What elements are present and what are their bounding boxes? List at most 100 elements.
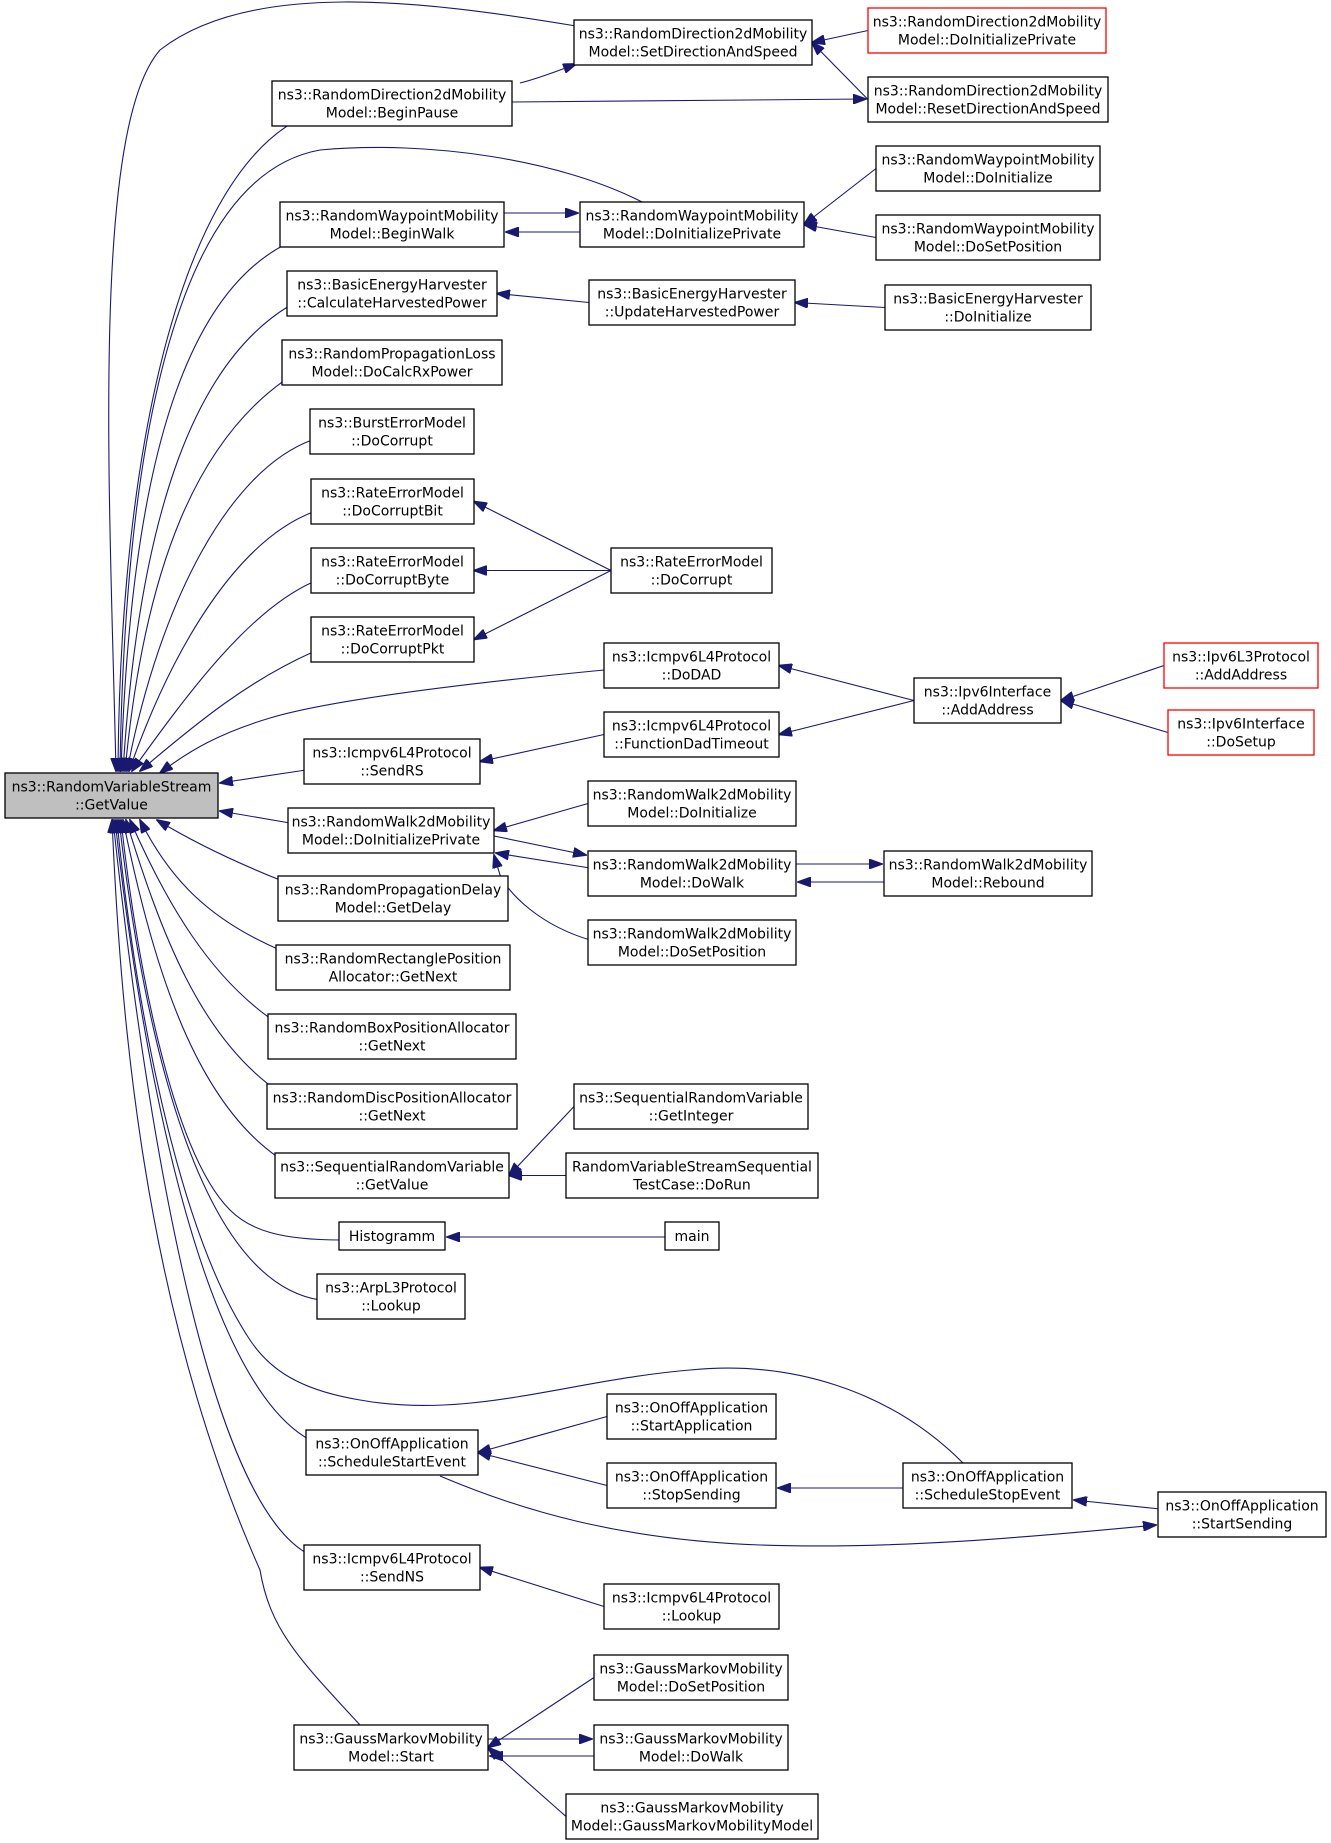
edge-rwp_doinit-to-rwp_doinitpriv [804, 168, 877, 225]
node-label-line: ns3::RateErrorModel [620, 555, 763, 571]
edge-ipv6if_dosetup-to-ipv6if_addaddr [1061, 701, 1169, 734]
node-rpd-getdelay[interactable]: ns3::RandomPropagationDelayModel::GetDel… [277, 875, 509, 922]
node-gm-start[interactable]: ns3::GaussMarkovMobilityModel::Start [293, 1724, 489, 1771]
node-onoff-stopsending[interactable]: ns3::OnOffApplication::StopSending [606, 1462, 777, 1509]
node-icmp-sendns[interactable]: ns3::Icmpv6L4Protocol::SendNS [303, 1544, 481, 1591]
node-label-line: Model::DoInitializePrivate [302, 833, 480, 849]
node-label-line: ns3::RandomDirection2dMobility [579, 27, 807, 43]
node-icmp-lookup[interactable]: ns3::Icmpv6L4Protocol::Lookup [603, 1583, 780, 1630]
node-label-line: ns3::OnOffApplication [911, 1470, 1064, 1486]
edge-ipv6if_addaddr-to-icmp_dodad [779, 666, 915, 702]
node-rbpa-getnext[interactable]: ns3::RandomBoxPositionAllocator::GetNext [267, 1013, 517, 1060]
node-beh-doinit[interactable]: ns3::BasicEnergyHarvester::DoInitialize [884, 284, 1092, 331]
node-srv-getvalue[interactable]: ns3::SequentialRandomVariable::GetValue [274, 1152, 510, 1199]
node-label-line: ns3::OnOffApplication [615, 1470, 768, 1486]
node-label-line: ::ScheduleStartEvent [318, 1455, 467, 1471]
edge-icmp_dadtimeout-to-icmp_sendrs [480, 733, 605, 762]
node-beh-update[interactable]: ns3::BasicEnergyHarvester::UpdateHarvest… [588, 279, 796, 326]
node-rrpa-getnext[interactable]: ns3::RandomRectanglePositionAllocator::G… [275, 944, 511, 991]
node-gm-dosetpos[interactable]: ns3::GaussMarkovMobilityModel::DoSetPosi… [593, 1654, 789, 1701]
node-label-line: ns3::BurstErrorModel [318, 416, 466, 432]
edge-srv_getinteger-to-srv_getvalue [509, 1106, 575, 1176]
node-label-line: Allocator::GetNext [329, 970, 458, 986]
node-rvs-seq-dorun[interactable]: RandomVariableStreamSequentialTestCase::… [565, 1152, 819, 1199]
node-gm-ctor[interactable]: ns3::GaussMarkovMobilityModel::GaussMark… [565, 1793, 819, 1840]
edges-layer [109, 1, 1169, 1817]
node-label-line: Model::SetDirectionAndSpeed [589, 45, 798, 61]
node-onoff-schedstart[interactable]: ns3::OnOffApplication::ScheduleStartEven… [305, 1429, 479, 1476]
edge-rw2_doinitpriv-to-rw2_dowalk [493, 835, 586, 855]
edge-rpd_getdelay-to-root [157, 820, 281, 881]
node-ipv6if-addaddr[interactable]: ns3::Ipv6Interface::AddAddress [913, 677, 1062, 724]
node-rem-docorrupt[interactable]: ns3::RateErrorModel::DoCorrupt [610, 547, 773, 594]
node-box [310, 547, 475, 594]
node-box [588, 279, 796, 326]
node-box [310, 616, 475, 663]
node-label-line: ns3::SequentialRandomVariable [579, 1091, 803, 1107]
node-label-line: ns3::OnOffApplication [615, 1401, 768, 1417]
node-onoff-startsending[interactable]: ns3::OnOffApplication::StartSending [1157, 1491, 1327, 1538]
node-rd2-doinitpriv[interactable]: ns3::RandomDirection2dMobilityModel::DoI… [867, 7, 1107, 54]
node-icmp-sendrs[interactable]: ns3::Icmpv6L4Protocol::SendRS [303, 738, 481, 785]
node-label-line: Model::GetDelay [335, 901, 452, 917]
node-rem-bit[interactable]: ns3::RateErrorModel::DoCorruptBit [310, 478, 475, 525]
edge-rem_byte-to-root [132, 581, 314, 771]
node-rw2-doinit[interactable]: ns3::RandomWalk2dMobilityModel::DoInitia… [587, 780, 797, 827]
node-rem-pkt[interactable]: ns3::RateErrorModel::DoCorruptPkt [310, 616, 475, 663]
node-box [573, 19, 813, 66]
node-histogramm[interactable]: Histogramm [338, 1221, 446, 1251]
node-label-line: ns3::Ipv6L3Protocol [1172, 650, 1310, 666]
edge-rem_bit-to-root [129, 511, 314, 771]
node-rwp-dosetpos[interactable]: ns3::RandomWaypointMobilityModel::DoSetP… [875, 214, 1101, 261]
node-rd2-setdir[interactable]: ns3::RandomDirection2dMobilityModel::Set… [573, 19, 813, 66]
node-label-line: ns3::RateErrorModel [321, 555, 464, 571]
node-ipv6if-dosetup[interactable]: ns3::Ipv6Interface::DoSetup [1167, 709, 1315, 756]
node-rw2-dosetpos[interactable]: ns3::RandomWalk2dMobilityModel::DoSetPos… [587, 919, 797, 966]
node-onoff-startapp[interactable]: ns3::OnOffApplication::StartApplication [606, 1393, 777, 1440]
node-box [593, 1724, 789, 1771]
node-beh-calc[interactable]: ns3::BasicEnergyHarvester::CalculateHarv… [286, 270, 498, 317]
node-rdpa-getnext[interactable]: ns3::RandomDiscPositionAllocator::GetNex… [266, 1083, 518, 1130]
node-label-line: ::DoCorrupt [351, 434, 433, 450]
node-ipv6l3-addaddr[interactable]: ns3::Ipv6L3Protocol::AddAddress [1163, 642, 1319, 689]
node-onoff-schedstop[interactable]: ns3::OnOffApplication::ScheduleStopEvent [902, 1462, 1073, 1509]
node-burst-docorrupt[interactable]: ns3::BurstErrorModel::DoCorrupt [309, 408, 475, 455]
node-label-line: Model::DoSetPosition [618, 945, 766, 961]
node-rem-byte[interactable]: ns3::RateErrorModel::DoCorruptByte [310, 547, 475, 594]
node-label-line: ns3::RandomWalk2dMobility [593, 927, 792, 943]
node-rpl-docalc[interactable]: ns3::RandomPropagationLossModel::DoCalcR… [281, 339, 503, 386]
edge-beh_doinit-to-beh_update [795, 303, 886, 308]
node-rd2-resetdir[interactable]: ns3::RandomDirection2dMobilityModel::Res… [867, 76, 1109, 123]
node-box [593, 1654, 789, 1701]
edge-rd2_beginpause-to-rd2_resetdir [511, 99, 866, 102]
node-arp-lookup[interactable]: ns3::ArpL3Protocol::Lookup [316, 1273, 466, 1320]
node-label-line: ::StartSending [1192, 1517, 1293, 1533]
node-label-line: ns3::RandomDiscPositionAllocator [273, 1091, 512, 1107]
node-label-line: ns3::Ipv6Interface [1177, 717, 1304, 733]
node-rwp-beginwalk[interactable]: ns3::RandomWaypointMobilityModel::BeginW… [279, 201, 505, 248]
node-rd2-beginpause[interactable]: ns3::RandomDirection2dMobilityModel::Beg… [271, 80, 513, 127]
node-label-line: ns3::BasicEnergyHarvester [297, 278, 487, 294]
node-box [310, 478, 475, 525]
node-rw2-doinitpriv[interactable]: ns3::RandomWalk2dMobilityModel::DoInitia… [287, 807, 495, 854]
edge-rd2_doinitpriv-to-rd2_setdir [812, 29, 869, 43]
node-box [603, 642, 780, 689]
node-root[interactable]: ns3::RandomVariableStream::GetValue [4, 772, 219, 819]
edge-rwp_beginwalk-to-root [121, 244, 285, 771]
node-rwp-doinitpriv[interactable]: ns3::RandomWaypointMobilityModel::DoInit… [579, 201, 805, 248]
node-rwp-doinit[interactable]: ns3::RandomWaypointMobilityModel::DoInit… [875, 145, 1101, 192]
node-label-line: ns3::GaussMarkovMobility [299, 1732, 482, 1748]
node-label-line: ::SendNS [360, 1570, 424, 1586]
node-main[interactable]: main [664, 1221, 720, 1251]
node-gm-dowalk[interactable]: ns3::GaussMarkovMobilityModel::DoWalk [593, 1724, 789, 1771]
node-label-line: ns3::Icmpv6L4Protocol [612, 1591, 771, 1607]
node-box [309, 408, 475, 455]
node-icmp-dadtimeout[interactable]: ns3::Icmpv6L4Protocol::FunctionDadTimeou… [603, 711, 780, 758]
node-box [664, 1221, 720, 1251]
node-srv-getinteger[interactable]: ns3::SequentialRandomVariable::GetIntege… [573, 1083, 809, 1130]
node-label-line: ::Lookup [662, 1609, 722, 1625]
node-icmp-dodad[interactable]: ns3::Icmpv6L4Protocol::DoDAD [603, 642, 780, 689]
node-label-line: Model::DoInitialize [627, 806, 756, 822]
